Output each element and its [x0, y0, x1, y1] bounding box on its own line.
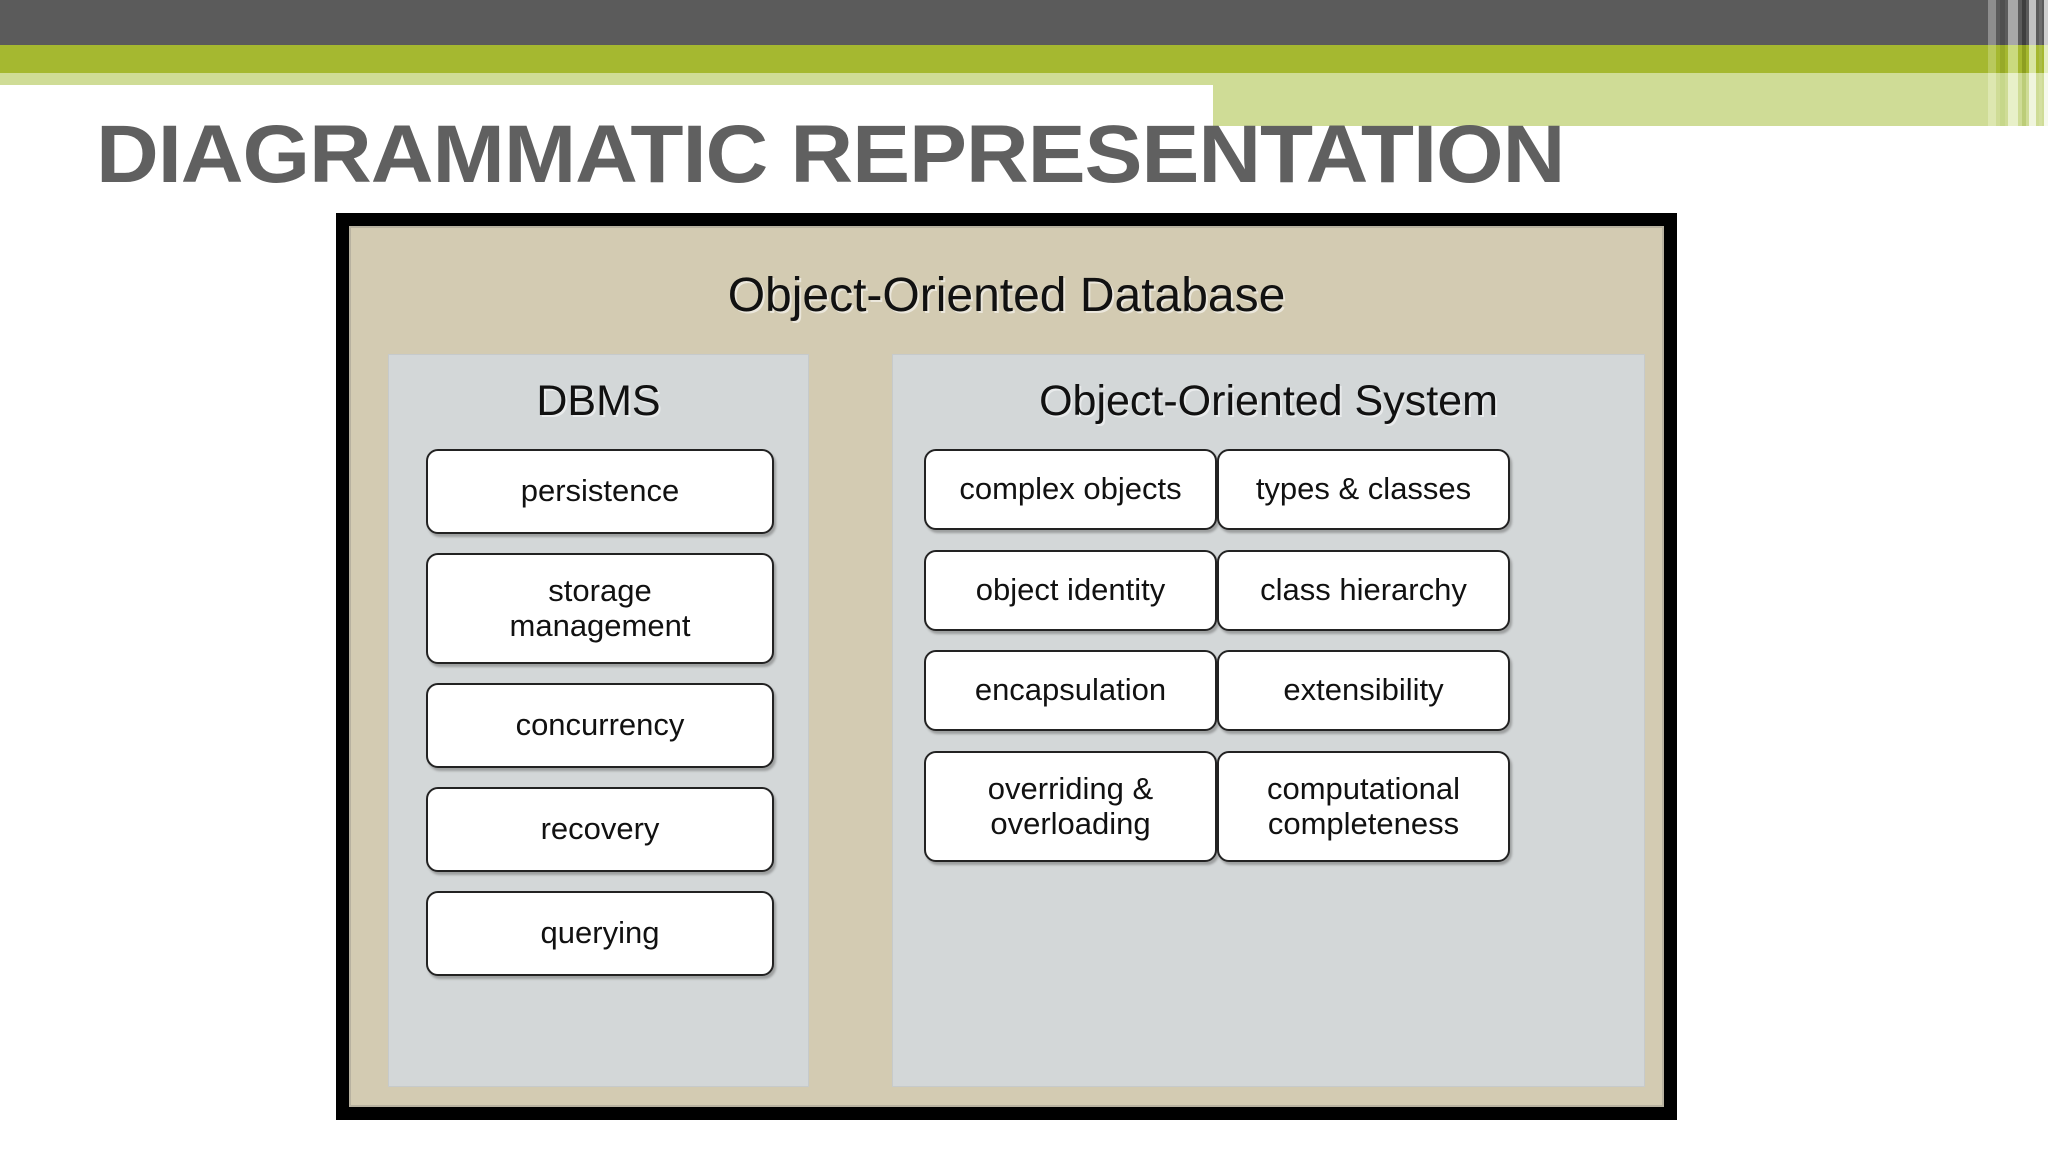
panel-oo-system-heading: Object-Oriented System [1039, 377, 1498, 425]
diagram-container: Object-Oriented Database DBMS persistenc… [336, 213, 1677, 1120]
chip-label-line-2: completeness [1267, 805, 1460, 841]
diagram-inner-frame: Object-Oriented Database DBMS persistenc… [349, 226, 1664, 1107]
panel-dbms: DBMS persistence storage management conc… [388, 354, 809, 1087]
chip-label: types & classes [1255, 471, 1472, 507]
page-title: DIAGRAMMATIC REPRESENTATION [96, 109, 1565, 200]
header-light-green-band-left [0, 73, 1213, 85]
chip-overriding-overloading[interactable]: overriding & overloading [924, 751, 1217, 862]
chip-encapsulation[interactable]: encapsulation [924, 650, 1217, 731]
chip-label: object identity [975, 572, 1166, 608]
chip-concurrency[interactable]: concurrency [426, 683, 774, 768]
accent-stripe [2044, 0, 2048, 126]
accent-stripe [2022, 0, 2026, 126]
chip-label: persistence [520, 473, 680, 509]
chip-label-line-1: overriding & [987, 770, 1154, 806]
chip-complex-objects[interactable]: complex objects [924, 449, 1217, 530]
chip-computational-completeness[interactable]: computational completeness [1217, 751, 1510, 862]
accent-stripe [2008, 0, 2018, 126]
chip-extensibility[interactable]: extensibility [1217, 650, 1510, 731]
chip-label: complex objects [959, 471, 1182, 507]
accent-stripe [2039, 0, 2042, 126]
chip-label: querying [540, 915, 660, 951]
accent-stripe [1988, 0, 1996, 126]
chip-label-line-2: overloading [990, 805, 1151, 841]
chip-storage-management[interactable]: storage management [426, 553, 774, 664]
chip-label: encapsulation [974, 672, 1167, 708]
chip-persistence[interactable]: persistence [426, 449, 774, 534]
diagram-title: Object-Oriented Database [727, 269, 1286, 322]
chip-label-line-1: storage [548, 572, 652, 608]
chip-label-line-2: management [509, 607, 691, 643]
panel-dbms-heading: DBMS [536, 377, 661, 425]
accent-stripe [2029, 0, 2036, 126]
chip-types-classes[interactable]: types & classes [1217, 449, 1510, 530]
chip-label: concurrency [515, 707, 685, 743]
panel-oo-system: Object-Oriented System complex objects o… [892, 354, 1645, 1087]
chip-label: extensibility [1283, 672, 1444, 708]
accent-stripe [2000, 0, 2005, 126]
chip-class-hierarchy[interactable]: class hierarchy [1217, 550, 1510, 631]
chip-label: class hierarchy [1260, 572, 1467, 608]
chip-object-identity[interactable]: object identity [924, 550, 1217, 631]
chip-label-line-1: computational [1266, 770, 1460, 806]
chip-recovery[interactable]: recovery [426, 787, 774, 872]
chip-label: recovery [540, 811, 660, 847]
header-accent-stripes [1988, 0, 2048, 126]
chip-querying[interactable]: querying [426, 891, 774, 976]
header-light-green-band-right [1213, 73, 2048, 126]
header-dark-band [0, 0, 2048, 45]
header-green-band [0, 45, 2048, 73]
